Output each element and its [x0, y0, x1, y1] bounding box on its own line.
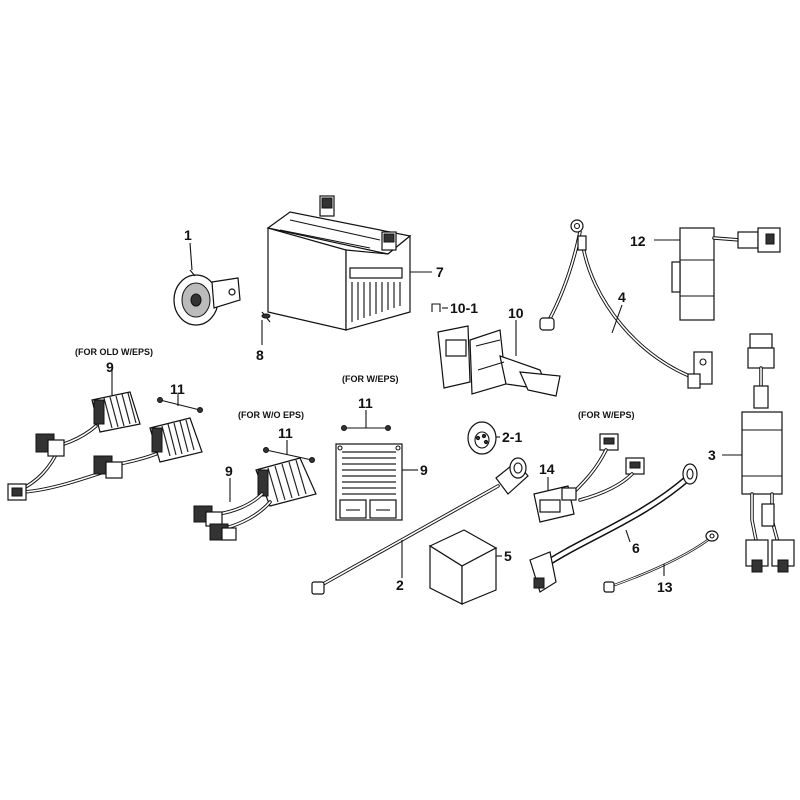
screw-part-8 [261, 311, 271, 323]
relay-part-12 [671, 227, 781, 321]
callout-4: 4 [618, 289, 626, 305]
callout-7: 7 [436, 264, 444, 280]
callout-10-1: 10-1 [450, 300, 478, 316]
leader-4 [611, 304, 623, 334]
battery-part [266, 195, 412, 331]
callout-11-w: 11 [358, 395, 373, 411]
callout-2: 2 [396, 577, 404, 593]
callout-9-wo: 9 [225, 463, 233, 479]
screws-part-11-old [157, 394, 203, 413]
screws-part-11-wo [263, 440, 315, 463]
regulator-part-9-old-a [91, 391, 141, 433]
lead-part-13 [603, 530, 719, 593]
leader-1 [189, 242, 193, 271]
harness-part-2 [311, 457, 529, 595]
cable-part-4 [539, 219, 713, 389]
sensor-part-2-1 [467, 421, 497, 455]
callout-13: 13 [657, 579, 673, 595]
callout-11-wo: 11 [278, 425, 293, 441]
note-for-old-weps: (FOR OLD W/EPS) [75, 347, 153, 357]
harness-part-3 [741, 333, 795, 573]
leader-6 [625, 529, 631, 543]
regulator-harness-old [7, 424, 158, 501]
callout-9-w: 9 [420, 462, 428, 478]
callout-1: 1 [184, 227, 192, 243]
cable-part-6 [529, 463, 698, 593]
starter-relay-part-10 [437, 325, 561, 397]
regulator-part-9-old-b [149, 417, 203, 463]
callout-2-1: 2-1 [502, 429, 522, 445]
callout-11-old: 11 [170, 381, 185, 397]
note-for-weps-harness: (FOR W/EPS) [578, 410, 635, 420]
harness-part-14 [533, 433, 645, 523]
regulator-part-9-wo-eps [193, 457, 317, 541]
callout-3: 3 [708, 447, 716, 463]
callout-14: 14 [539, 461, 555, 477]
callout-5: 5 [504, 548, 512, 564]
callout-10: 10 [508, 305, 524, 321]
callout-9-old: 9 [106, 359, 114, 375]
note-for-weps-regulator: (FOR W/EPS) [342, 374, 399, 384]
callout-8: 8 [256, 347, 264, 363]
box-part-5 [428, 529, 498, 605]
callout-12: 12 [630, 233, 646, 249]
note-for-wo-eps: (FOR W/O EPS) [238, 410, 304, 420]
callout-6: 6 [632, 540, 640, 556]
horn-part [173, 269, 241, 326]
regulator-part-9-weps [335, 443, 403, 521]
screws-part-11-w [341, 410, 391, 431]
fuse-icon-10-1 [431, 303, 441, 312]
